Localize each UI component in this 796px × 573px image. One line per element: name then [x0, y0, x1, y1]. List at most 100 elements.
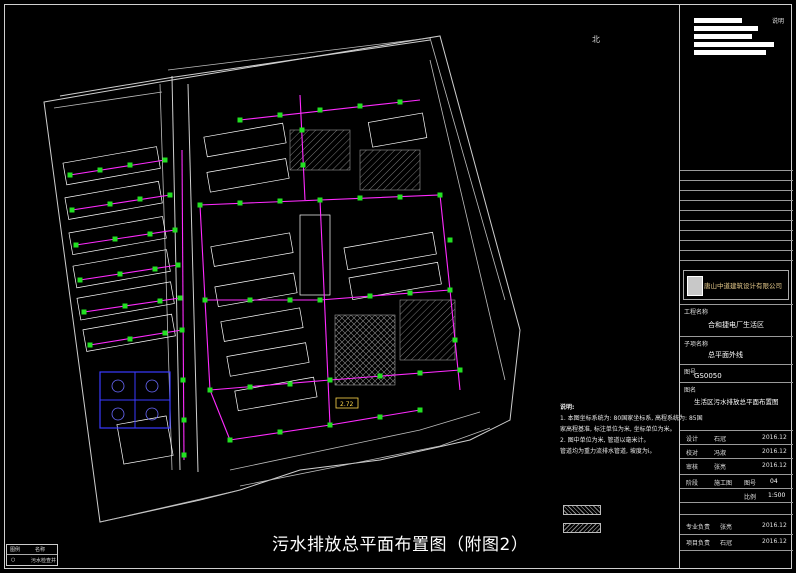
- manhole-marker: [247, 384, 253, 390]
- legend-col-symbol: 图例: [10, 547, 21, 553]
- manhole-marker: [397, 194, 403, 200]
- notes-line: 管道均为重力流排水管道, 坡度为i。: [560, 448, 656, 455]
- signoff-label: 审核: [686, 464, 699, 471]
- scale-value: 1:500: [768, 492, 786, 499]
- drawing-title: 污水排放总平面布置图（附图2）: [272, 535, 529, 555]
- notes-line: 2. 图中单位为米, 管道以毫米计。: [560, 437, 650, 444]
- manhole-marker: [317, 297, 323, 303]
- manhole-marker: [181, 417, 187, 423]
- manhole-legend-icon: ○: [11, 557, 16, 563]
- signoff-date: 2016.12: [762, 538, 787, 545]
- manhole-marker: [147, 231, 153, 237]
- company-name: 唐山中道建筑设计有限公司: [704, 282, 782, 290]
- manhole-marker: [317, 107, 323, 113]
- manhole-marker: [299, 127, 305, 133]
- signoff-value: 张亮: [714, 464, 727, 471]
- manhole-marker: [207, 387, 213, 393]
- hatch-swatch-1: [563, 505, 601, 515]
- manhole-marker: [367, 293, 373, 299]
- manhole-marker: [152, 266, 158, 272]
- notes-line: 1. 本图坐标系统为: 80国家坐标系, 高程系统为: 85国: [560, 415, 703, 422]
- manhole-marker: [407, 290, 413, 296]
- site-boundary: [43, 35, 521, 523]
- manhole-marker: [202, 297, 208, 303]
- company-logo-icon: [687, 276, 703, 296]
- redacted-bar: [694, 26, 758, 31]
- title-block-top-label: 说明: [772, 18, 785, 25]
- manhole-marker: [162, 157, 168, 163]
- legend-manhole-name: 污水检查井: [31, 558, 57, 564]
- manhole-marker: [107, 201, 113, 207]
- manhole-marker: [457, 367, 463, 373]
- manhole-marker: [177, 295, 183, 301]
- buildings: [62, 112, 442, 465]
- redacted-bar: [694, 34, 752, 39]
- sewer-pipes: [69, 94, 461, 461]
- manhole-marker: [447, 287, 453, 293]
- sheet-no: 04: [770, 478, 778, 485]
- hatched-areas: [289, 129, 456, 386]
- manhole-marker: [117, 271, 123, 277]
- manhole-marker: [180, 377, 186, 383]
- stage-label: 阶段: [686, 480, 699, 487]
- signoff-value: 石冠: [714, 436, 727, 443]
- signoff-label: 校对: [686, 450, 699, 457]
- signoff-date: 2016.12: [762, 434, 787, 441]
- drawing-code: GS0050: [694, 372, 722, 380]
- manhole-marker: [227, 437, 233, 443]
- notes-line: 家高程基准, 标注单位为米, 坐标单位为米。: [560, 426, 676, 433]
- manhole-marker: [237, 117, 243, 123]
- manhole-marker: [452, 337, 458, 343]
- subproject-label: 子项名称: [684, 341, 709, 348]
- legend-divider: [7, 554, 57, 555]
- manhole-marker: [447, 237, 453, 243]
- manhole-marker: [175, 262, 181, 268]
- signoff-date: 2016.12: [762, 448, 787, 455]
- manhole-marker: [377, 373, 383, 379]
- manhole-marker: [67, 172, 73, 178]
- manhole-marker: [277, 112, 283, 118]
- manhole-marker: [397, 99, 403, 105]
- manhole-marker: [277, 429, 283, 435]
- signoff-date: 2016.12: [762, 522, 787, 529]
- manhole-marker: [377, 414, 383, 420]
- manhole-marker: [317, 197, 323, 203]
- manhole-marker: [112, 236, 118, 242]
- manhole-marker: [162, 330, 168, 336]
- manhole-marker: [127, 162, 133, 168]
- manhole-marker: [287, 297, 293, 303]
- manhole-marker: [287, 381, 293, 387]
- manhole-marker: [172, 227, 178, 233]
- manhole-marker: [357, 195, 363, 201]
- manhole-marker: [247, 297, 253, 303]
- manhole-marker: [127, 336, 133, 342]
- sewer-callout-label: 2.72: [340, 401, 354, 408]
- manhole-marker: [327, 377, 333, 383]
- signoff-label: 设计: [686, 436, 699, 443]
- manholes: [67, 99, 463, 458]
- redacted-bar: [694, 50, 766, 55]
- project-name: 合和捷电厂生活区: [708, 321, 764, 329]
- manhole-marker: [69, 207, 75, 213]
- title-block: 说明 工程名称 合和捷电厂生活区 子项名称 总平面外线 图号 GS0050 图名…: [679, 4, 793, 569]
- stage-value: 施工图: [714, 480, 733, 487]
- manhole-marker: [81, 309, 87, 315]
- sheet-no-label: 图号: [744, 480, 757, 487]
- signoff-value: 冯淑: [714, 450, 727, 457]
- manhole-marker: [179, 327, 185, 333]
- manhole-marker: [417, 370, 423, 376]
- signoff-date: 2016.12: [762, 462, 787, 469]
- manhole-marker: [181, 452, 187, 458]
- manhole-marker: [327, 422, 333, 428]
- scale-label: 比例: [744, 494, 757, 501]
- legend-table: 图例 名称 ○ 污水检查井: [6, 544, 58, 566]
- drawing-name: 生活区污水排放总平面布置图: [694, 398, 779, 406]
- redacted-bar: [694, 42, 774, 47]
- signoff-value: 石冠: [720, 540, 733, 547]
- design-notes: 说明: 1. 本图坐标系统为: 80国家坐标系, 高程系统为: 85国 家高程基…: [560, 402, 703, 457]
- highlight-block: [99, 371, 171, 429]
- subproject-name: 总平面外线: [708, 351, 743, 359]
- roads: [53, 37, 506, 523]
- manhole-marker: [357, 103, 363, 109]
